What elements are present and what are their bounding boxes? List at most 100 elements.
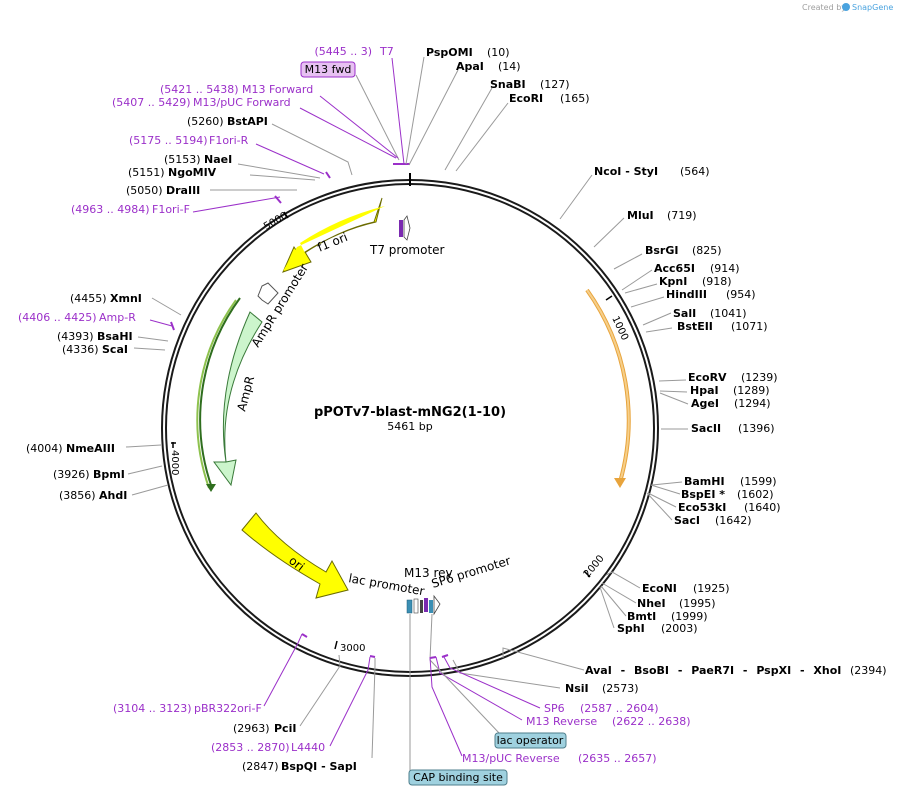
site-m13fwd-pos: (5421 .. 5438) [160,83,239,96]
lac-operator-box [494,732,567,749]
site-scai-pos: (4336) [62,343,99,356]
site-m13rev-name: M13 Reverse [526,715,597,728]
site-bamhi-name: BamHI [684,475,725,488]
t7-promoter-arrow [399,215,411,241]
credit-prefix: Created by [802,3,846,12]
site-nmeaiii-name: NmeAIII [66,442,115,455]
site-sphi-name: SphI [617,622,645,635]
site-l4440-name: L4440 [291,741,325,754]
site-scai-name: ScaI [102,343,128,356]
site-nmeaiii-pos: (4004) [26,442,63,455]
svg-text:3000: 3000 [340,643,365,654]
site-ecori-pos: (165) [560,92,590,105]
site-sacii-name: SacII [691,422,721,435]
site-draiii-name: DraIII [166,184,200,197]
site-snabi-pos: (127) [540,78,570,91]
site-kpni-name: KpnI [659,275,687,288]
site-xmni-name: XmnI [110,292,142,305]
site-bsahi-name: BsaHI [97,330,133,343]
site-ecorv-pos: (1239) [741,371,778,384]
site-pcii-name: PciI [274,722,296,735]
site-pspomi-pos: (10) [487,46,510,59]
site-pbr322-name: pBR322ori-F [194,702,262,715]
site-hindiii-pos: (954) [726,288,756,301]
site-bspqi-pos: (2847) [242,760,279,773]
site-econi-pos: (1925) [693,582,730,595]
site-f1orif-name: F1ori-F [152,203,190,216]
tick-3000: 3000 [334,640,365,654]
site-pcii-pos: (2963) [233,722,270,735]
site-bpmi-name: BpmI [93,468,125,481]
site-m13pucrev-pos: (2635 .. 2657) [578,752,657,765]
site-hindiii-name: HindIII [666,288,707,301]
site-bsahi-pos: (4393) [57,330,94,343]
site-bsteii-name: BstEII [677,320,713,333]
site-bstapi-pos: (5260) [187,115,224,128]
site-eco53ki-pos: (1640) [744,501,781,514]
orange-feature-arrowhead [614,478,626,488]
site-bspqi-name: BspQI - SapI [281,760,357,773]
site-ahdi-name: AhdI [99,489,127,502]
site-t7-name: T7 [379,45,394,58]
site-bstapi-name: BstAPI [227,115,268,128]
site-avai-pos: (2394) [850,664,887,677]
site-nhei-name: NheI [637,597,666,610]
site-m13rev-pos: (2622 .. 2638) [612,715,691,728]
credit-brand: SnapGene [852,3,893,12]
tick-4000: 4000 [169,442,180,475]
site-acc65i-name: Acc65I [654,262,695,275]
site-draiii-pos: (5050) [126,184,163,197]
ampr-promoter-arrow [257,282,279,305]
site-sali-pos: (1041) [710,307,747,320]
site-bamhi-pos: (1599) [740,475,777,488]
site-sphi-pos: (2003) [661,622,698,635]
site-sacii-pos: (1396) [738,422,775,435]
plasmid-length: 5461 bp [387,420,432,433]
f1-ori-feature [282,197,385,273]
cap-site-label: CAP binding site [413,771,503,784]
site-t7-pos: (5445 .. 3) [314,45,372,58]
site-agei-pos: (1294) [734,397,771,410]
site-bsrgi-name: BsrGI [645,244,678,257]
site-ecorv-name: EcoRV [688,371,727,384]
site-hpai-pos: (1289) [733,384,770,397]
site-sp6-pos: (2587 .. 2604) [580,702,659,715]
site-ahdi-pos: (3856) [59,489,96,502]
site-mlui-name: MluI [627,209,654,222]
site-sp6-name: SP6 [544,702,565,715]
m13-rev-label: M13 rev [404,566,453,580]
green-feature-arc [199,297,241,489]
site-avai-name: AvaI - BsoBI - PaeR7I - PspXI - XhoI [585,664,841,677]
site-xmni-pos: (4455) [70,292,107,305]
plasmid-name: pPOTv7-blast-mNG2(1-10) [314,405,506,420]
site-agei-name: AgeI [691,397,719,410]
site-ecori-name: EcoRI [509,92,543,105]
site-f1orir-pos: (5175 .. 5194) [129,134,208,147]
site-ngomiv-name: NgoMIV [168,166,217,179]
site-m13puc-name: M13/pUC Forward [193,96,291,109]
site-ampr-name: Amp-R [99,311,136,324]
ampr-feature [213,311,263,487]
site-saci-pos: (1642) [715,514,752,527]
site-snabi-name: SnaBI [490,78,526,91]
lac-operator-label: lac operator [497,734,564,747]
m13-fwd-box [300,61,356,78]
site-mlui-pos: (719) [667,209,697,222]
m13-fwd-label: M13 fwd [305,63,352,76]
site-m13fwd-name: M13 Forward [242,83,313,96]
site-bpmi-pos: (3926) [53,468,90,481]
site-eco53ki-name: Eco53kI [678,501,726,514]
site-bmti-pos: (1999) [671,610,708,623]
site-sali-name: SalI [673,307,696,320]
site-ngomiv-pos: (5151) [128,166,165,179]
site-ampr-pos: (4406 .. 4425) [18,311,97,324]
site-bspei-name: BspEI * [681,488,725,501]
svg-text:4000: 4000 [169,450,180,475]
site-naei-name: NaeI [204,153,232,166]
green-feature-arrowhead [206,484,216,492]
site-nsii-pos: (2573) [602,682,639,695]
site-naei-pos: (5153) [164,153,201,166]
site-bspei-pos: (1602) [737,488,774,501]
